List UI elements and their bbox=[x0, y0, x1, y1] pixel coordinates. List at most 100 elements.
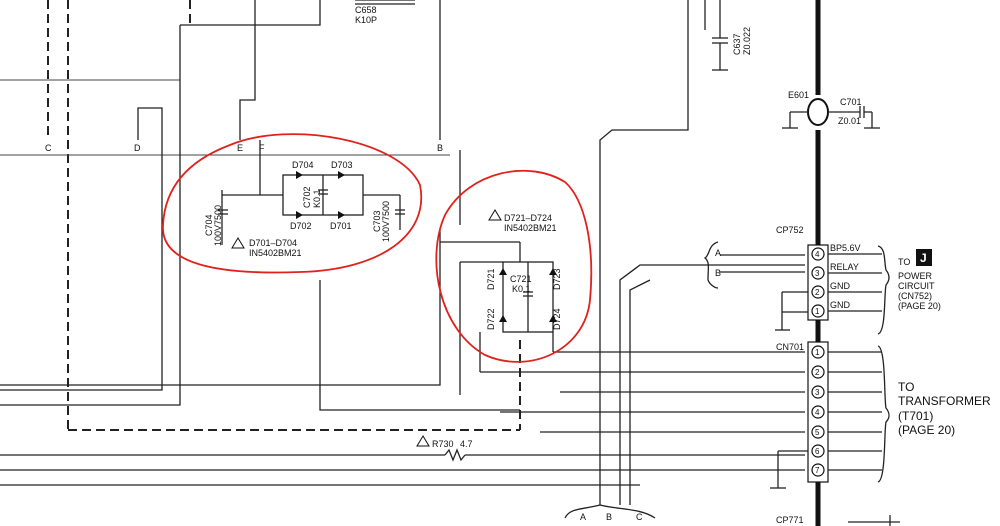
cn701-pin-3: 3 bbox=[811, 385, 882, 399]
k10p-label: K10P bbox=[355, 15, 377, 25]
d702-label: D702 bbox=[290, 221, 312, 231]
r730-resistor: R730 4.7 bbox=[0, 435, 805, 462]
cn701-label: CN701 bbox=[776, 342, 804, 352]
badge-j-text: J bbox=[920, 251, 927, 265]
tr-line1: TRANSFORMER bbox=[898, 394, 991, 408]
c702-value: K0.1 bbox=[312, 189, 322, 208]
e601-label: E601 bbox=[788, 90, 809, 100]
pin-name-bp5-6v: BP5.6V bbox=[830, 243, 861, 253]
tr-to: TO bbox=[898, 380, 914, 394]
d722-label: D722 bbox=[486, 308, 496, 330]
cp752-label: CP752 bbox=[776, 225, 804, 235]
c701-label: C701 bbox=[840, 97, 862, 107]
bundle-left bbox=[599, 120, 689, 505]
bridge2-note-line1: D721–D724 bbox=[504, 213, 552, 223]
cp752-pin-2: 2 GND bbox=[811, 281, 882, 299]
pin-name-gnd-2: GND bbox=[830, 300, 851, 310]
svg-text:5: 5 bbox=[815, 428, 820, 437]
c658-label: C658 bbox=[355, 5, 377, 15]
cn701-pin-6: 6 bbox=[811, 444, 882, 458]
c658-stub: C658 K10P bbox=[355, 0, 415, 25]
diode-d704-icon bbox=[296, 171, 303, 179]
power-line1: POWER bbox=[898, 271, 933, 281]
c703-label: C703 bbox=[372, 210, 382, 232]
cp771-label: CP771 bbox=[776, 515, 804, 525]
a-connector-label: A bbox=[715, 248, 721, 258]
bridge-2: D721–D724 IN5402BM21 D721 D723 D722 D724… bbox=[440, 209, 805, 395]
svg-text:3: 3 bbox=[815, 388, 820, 397]
svg-text:6: 6 bbox=[815, 447, 820, 456]
highlight-circle-1 bbox=[162, 133, 423, 274]
svg-text:1: 1 bbox=[815, 348, 820, 357]
power-line3: (CN752) bbox=[898, 291, 932, 301]
c637-label: C637 bbox=[732, 33, 742, 55]
cn701-pin-2: 2 bbox=[811, 365, 882, 379]
d724-label: D724 bbox=[552, 308, 562, 330]
diode-d703-icon bbox=[338, 171, 345, 179]
c721-value: K0.1 bbox=[512, 284, 531, 294]
pin-name-relay: RELAY bbox=[830, 262, 859, 272]
power-to: TO bbox=[898, 257, 910, 267]
d721-label: D721 bbox=[486, 268, 496, 290]
svg-text:2: 2 bbox=[815, 288, 820, 297]
bottom-label-c: C bbox=[636, 512, 643, 522]
cp752-pin-3: 3 RELAY bbox=[811, 262, 882, 280]
svg-text:3: 3 bbox=[815, 269, 820, 278]
c637-value: Z0.022 bbox=[742, 27, 752, 55]
wire-d bbox=[0, 107, 163, 391]
bridge-1: D704 D703 D702 D701 C702 K0.1 C704 100V7… bbox=[204, 160, 405, 258]
c703-value: 100V7500 bbox=[381, 201, 391, 242]
diode-d721-icon bbox=[499, 268, 507, 275]
power-line2: CIRCUIT bbox=[898, 281, 935, 291]
cp752-pin-1: 1 GND bbox=[811, 300, 882, 318]
e601-spark-gap-icon bbox=[807, 98, 829, 126]
power-line4: (PAGE 20) bbox=[898, 301, 941, 311]
transformer-ref: TO TRANSFORMER (T701) (PAGE 20) bbox=[898, 380, 991, 437]
svg-text:7: 7 bbox=[815, 466, 820, 475]
cn701-connector: CN701 1 2 3 4 5 6 7 bbox=[770, 341, 890, 489]
svg-text:4: 4 bbox=[815, 408, 820, 417]
r730-label: R730 bbox=[432, 439, 454, 449]
c637-cap: C637 Z0.022 bbox=[712, 0, 752, 71]
bottom-label-b: B bbox=[606, 512, 612, 522]
diode-d723-icon bbox=[549, 268, 557, 275]
diode-d701-icon bbox=[338, 211, 345, 219]
d704-label: D704 bbox=[292, 160, 314, 170]
c704-label: C704 bbox=[204, 214, 214, 236]
bus-label-b: B bbox=[437, 143, 443, 153]
badge-j bbox=[916, 249, 932, 266]
c704-value: 100V7500 bbox=[213, 205, 223, 246]
cp752-pin-4: 4 BP5.6V bbox=[811, 243, 882, 261]
c721-label: C721 bbox=[510, 274, 532, 284]
tr-line2: (T701) bbox=[898, 409, 933, 423]
bus-label-d: D bbox=[134, 143, 141, 153]
e601-c701-group: E601 C701 Z0.01 bbox=[782, 90, 880, 129]
b-connector-label: B bbox=[715, 268, 721, 278]
cn701-pin-1: 1 bbox=[811, 345, 882, 359]
cn701-pin-7: 7 bbox=[811, 463, 882, 477]
tr-line3: (PAGE 20) bbox=[898, 423, 955, 437]
diode-d722-icon bbox=[499, 315, 507, 322]
bus-label-f: F bbox=[259, 143, 265, 153]
diode-d702-icon bbox=[296, 211, 303, 219]
highlight-circle-2 bbox=[435, 169, 593, 363]
bridge2-note-line2: IN5402BM21 bbox=[504, 223, 557, 233]
warning-icon-1 bbox=[231, 237, 245, 249]
d703-label: D703 bbox=[331, 160, 353, 170]
c701-value: Z0.01 bbox=[838, 116, 861, 126]
cn701-pin-5: 5 bbox=[811, 425, 882, 439]
bus-label-e: E bbox=[237, 143, 243, 153]
bridge1-note-line1: D701–D704 bbox=[249, 238, 297, 248]
bridge1-note-line2: IN5402BM21 bbox=[249, 248, 302, 258]
diode-d724-icon bbox=[549, 315, 557, 322]
r730-value: 4.7 bbox=[460, 439, 473, 449]
power-circuit-ref: TO J POWER CIRCUIT (CN752) (PAGE 20) bbox=[898, 249, 941, 311]
c702-label: C702 bbox=[302, 186, 312, 208]
cp752-connector: CP752 4 BP5.6V 3 RELAY 2 GND 1 GND bbox=[775, 225, 890, 335]
warning-icon-3 bbox=[416, 435, 430, 447]
pin-name-gnd-1: GND bbox=[830, 281, 851, 291]
bottom-label-a: A bbox=[580, 512, 586, 522]
d723-label: D723 bbox=[552, 268, 562, 290]
bus-label-c: C bbox=[45, 143, 52, 153]
